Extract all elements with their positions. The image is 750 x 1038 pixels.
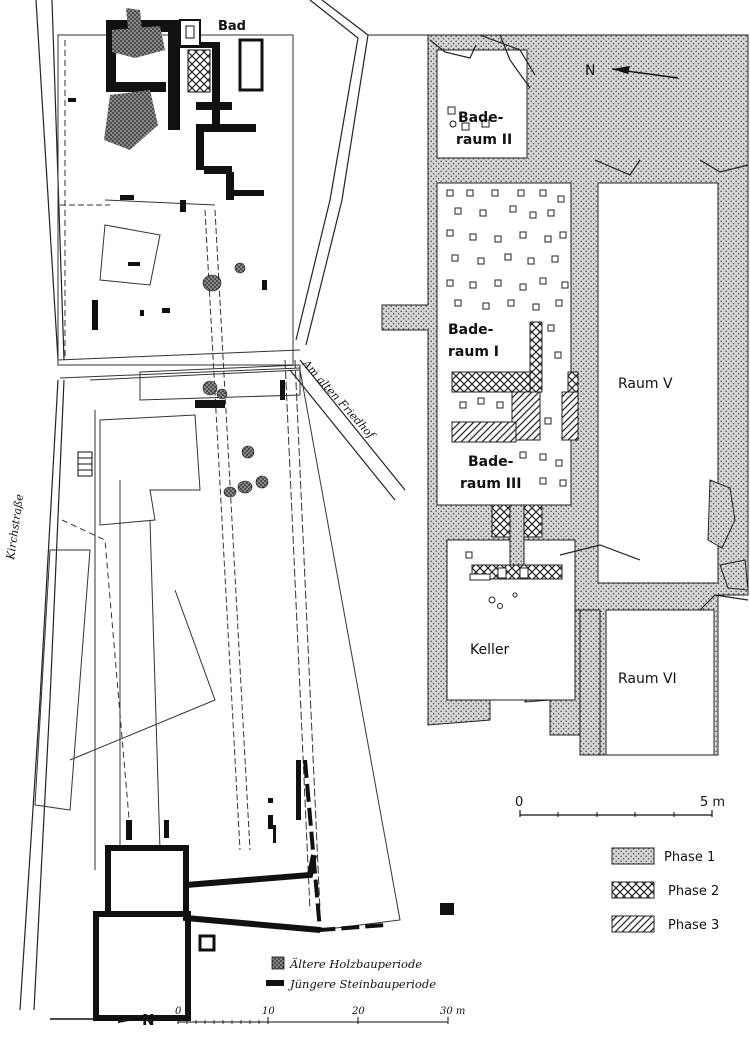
right-detail-plan: Bade- raum II Bade- raum I Bade- raum II… (368, 34, 749, 933)
baderaum-1-label-2: raum I (448, 344, 499, 360)
south-buildings (93, 759, 386, 1021)
left-scale-10: 10 (262, 1006, 275, 1017)
left-north-label: N (142, 1011, 155, 1029)
right-north-label: N (585, 63, 595, 79)
raum-5-floor (597, 182, 719, 584)
bad-label: Bad (218, 19, 246, 34)
left-scale-20: 20 (351, 1006, 365, 1017)
right-scale-5m: 5 m (700, 795, 725, 810)
left-site-plan: Bad Kirchstraße Am alten Friedhof Ältere… (4, 0, 465, 1029)
legend-stein-swatch (266, 980, 284, 986)
left-legend: Ältere Holzbauperiode Jüngere Steinbaupe… (266, 956, 436, 991)
wall-fragments (68, 98, 454, 915)
hypocaust-pilae (446, 106, 569, 487)
raum-6-floor (605, 609, 715, 756)
raum-6-label: Raum VI (618, 671, 677, 687)
parcel-outlines (34, 34, 401, 931)
room-labels: Bade- raum II Bade- raum I Bade- raum II… (448, 110, 677, 687)
kirchstrasse-label: Kirchstraße (4, 493, 26, 562)
timber-postholes (202, 262, 269, 498)
stair-feature (77, 451, 93, 477)
legend-phase1-label: Phase 1 (664, 850, 715, 865)
left-scale-0: 0 (175, 1006, 182, 1017)
legend-holz-swatch (271, 956, 285, 970)
kirchstrasse-street (19, 0, 65, 1011)
legend-phase3-label: Phase 3 (668, 918, 719, 933)
friedhof-road (289, 0, 406, 501)
legend-holz-label: Ältere Holzbauperiode (289, 957, 422, 971)
legend-phase2-label: Phase 2 (668, 884, 719, 899)
baderaum-2-label-1: Bade- (458, 110, 504, 126)
baderaum-3-label-1: Bade- (468, 454, 514, 470)
right-legend: Phase 1 Phase 2 Phase 3 (611, 847, 719, 933)
right-north-arrow: N (585, 63, 679, 79)
keller-details (465, 504, 563, 609)
right-scale-0: 0 (515, 795, 523, 810)
right-scale-bar: 0 5 m (515, 795, 725, 817)
legend-phase2-swatch (611, 881, 655, 899)
left-north-arrow: N (50, 1011, 155, 1029)
baderaum-2-floor (436, 49, 528, 159)
keller-label: Keller (470, 642, 509, 658)
baderaum-3-label-2: raum III (460, 476, 521, 492)
left-scale-30m: 30 m (440, 1006, 465, 1017)
crack-lines (429, 34, 749, 611)
raum5-wall-breaks (707, 479, 749, 591)
phase3-features (451, 391, 579, 443)
baderaum-1-label-1: Bade- (448, 322, 494, 338)
baderaum-2-label-2: raum II (456, 132, 512, 148)
phase2-features (451, 321, 579, 538)
legend-phase3-swatch (611, 915, 655, 933)
legend-phase1-swatch (611, 847, 655, 865)
legend-stein-label: Jüngere Steinbauperiode (288, 977, 436, 991)
bath-house-walls (104, 8, 264, 200)
left-scale-bar: 0 10 20 30 m (175, 1006, 465, 1024)
raum-5-label: Raum V (618, 376, 673, 392)
